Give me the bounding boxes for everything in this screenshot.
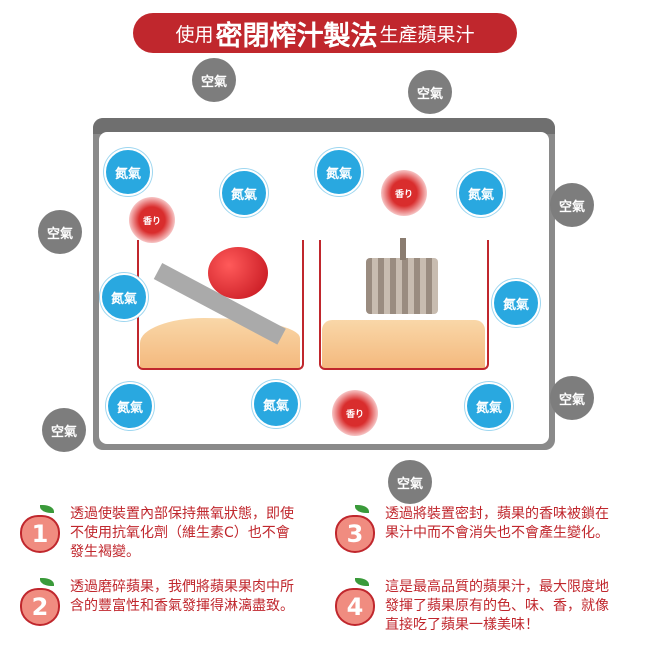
apple-number-icon: 1 — [20, 505, 60, 553]
nitrogen-bubble: 氮氣 — [315, 148, 363, 196]
nitrogen-bubble: 氮氣 — [220, 169, 268, 217]
press-icon — [366, 258, 438, 314]
aroma-bubble: 香り — [129, 197, 175, 243]
point-text: 透過磨碎蘋果，我們將蘋果果肉中所含的豐富性和香氣發揮得淋漓盡致。 — [70, 579, 294, 614]
title-bold: 密閉榨汁製法 — [215, 20, 378, 52]
title-pre: 使用 — [175, 23, 214, 46]
apple-icon — [208, 247, 268, 299]
aroma-bubble: 香り — [381, 170, 427, 216]
nitrogen-bubble: 氮氣 — [100, 273, 148, 321]
apple-number-icon: 4 — [335, 578, 375, 626]
apple-number-icon: 3 — [335, 505, 375, 553]
point-text: 透過使裝置內部保持無氧狀態，即使不使用抗氧化劑（維生素C）也不會發生褐變。 — [70, 506, 294, 560]
right-container — [319, 240, 489, 370]
point-text: 這是最高品質的蘋果汁，最大限度地發揮了蘋果原有的色、味、香，就像直接吃了蘋果一樣… — [385, 579, 609, 633]
air-bubble: 空氣 — [388, 460, 432, 504]
point-4: 4 這是最高品質的蘋果汁，最大限度地發揮了蘋果原有的色、味、香，就像直接吃了蘋果… — [335, 578, 617, 635]
nitrogen-bubble: 氮氣 — [457, 169, 505, 217]
point-1: 1 透過使裝置內部保持無氧狀態，即使不使用抗氧化劑（維生素C）也不會發生褐變。 — [20, 505, 302, 562]
apple-number-icon: 2 — [20, 578, 60, 626]
aroma-bubble: 香り — [332, 390, 378, 436]
press-rod — [400, 238, 406, 260]
air-bubble: 空氣 — [42, 408, 86, 452]
point-2: 2 透過磨碎蘋果，我們將蘋果果肉中所含的豐富性和香氣發揮得淋漓盡致。 — [20, 578, 302, 626]
nitrogen-bubble: 氮氣 — [252, 380, 300, 428]
title-banner: 使用 密閉榨汁製法 生產蘋果汁 — [133, 13, 517, 53]
point-3: 3 透過將裝置密封，蘋果的香味被鎖在果汁中而不會消失也不會產生變化。 — [335, 505, 617, 553]
nitrogen-bubble: 氮氣 — [492, 279, 540, 327]
air-bubble: 空氣 — [408, 70, 452, 114]
point-text: 透過將裝置密封，蘋果的香味被鎖在果汁中而不會消失也不會產生變化。 — [385, 506, 609, 541]
right-juice — [322, 320, 485, 368]
nitrogen-bubble: 氮氣 — [465, 382, 513, 430]
air-bubble: 空氣 — [550, 376, 594, 420]
air-bubble: 空氣 — [550, 183, 594, 227]
title-post: 生產蘋果汁 — [379, 23, 475, 46]
nitrogen-bubble: 氮氣 — [106, 382, 154, 430]
air-bubble: 空氣 — [192, 58, 236, 102]
nitrogen-bubble: 氮氣 — [104, 148, 152, 196]
air-bubble: 空氣 — [38, 210, 82, 254]
